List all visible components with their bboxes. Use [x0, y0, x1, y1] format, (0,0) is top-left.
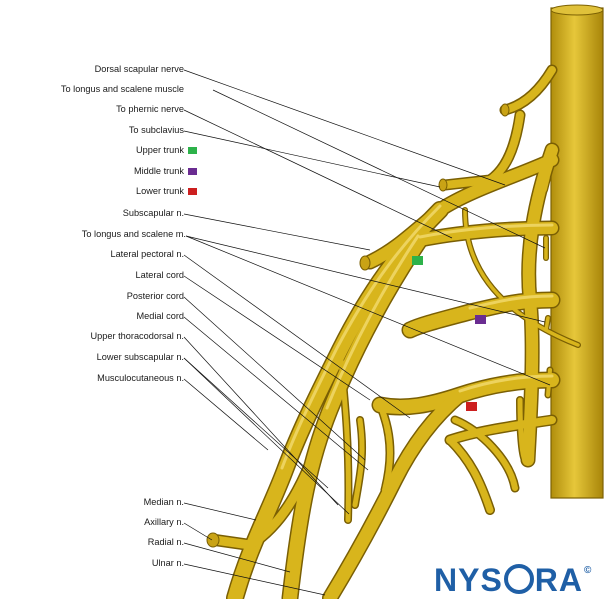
label-axillary: Axillary n. [144, 517, 184, 528]
label-lateral-cord: Lateral cord [135, 270, 184, 281]
label-text: Musculocutaneous n. [97, 373, 184, 383]
label-text: Upper thoracodorsal n. [90, 331, 184, 341]
label-lateral-pectoral: Lateral pectoral n. [110, 249, 184, 260]
label-text: To phernic nerve [116, 104, 184, 114]
label-text: To longus and scalene m. [81, 229, 186, 239]
label-subclavius: To subclavius [129, 125, 184, 136]
label-longus-scalene-m: To longus and scalene m. [82, 229, 186, 240]
copyright-mark: © [584, 565, 593, 576]
label-dorsal-scapular-nerve: Dorsal scapular nerve [95, 64, 184, 75]
label-lower-subscapular: Lower subscapular n. [97, 352, 184, 363]
label-upper-thoracodorsal: Upper thoracodorsal n. [91, 331, 184, 342]
logo-ring-icon [503, 564, 534, 594]
label-text: Lateral cord [135, 270, 184, 280]
label-text: To longus and scalene muscle [60, 84, 184, 94]
leader-lines [183, 69, 551, 596]
label-ulnar: Ulnar n. [152, 558, 184, 569]
nerve-cut-ends [206, 103, 510, 548]
middle-trunk-marker [475, 315, 486, 324]
legend-middle-trunk-label: Middle trunk [133, 166, 184, 176]
legend-upper-trunk-swatch [188, 147, 197, 154]
label-radial: Radial n. [148, 537, 184, 548]
label-text: Ulnar n. [151, 558, 184, 568]
label-text: Axillary n. [144, 517, 184, 527]
label-text: Subscapular n. [122, 208, 184, 218]
spinal-cord [550, 4, 604, 499]
logo-text-pre: NYS [434, 562, 503, 598]
label-text: Medial cord [136, 311, 185, 321]
legend-middle-trunk: Middle trunk [134, 166, 197, 177]
lower-trunk-marker [466, 402, 477, 411]
label-median: Median n. [144, 497, 184, 508]
label-medial-cord: Medial cord [137, 311, 185, 322]
label-text: Posterior cord [126, 291, 184, 301]
legend-lower-trunk-swatch [188, 188, 197, 195]
legend-upper-trunk: Upper trunk [136, 145, 197, 156]
label-posterior-cord: Posterior cord [127, 291, 184, 302]
label-longus-scalene-muscle: To longus and scalene muscle [61, 84, 184, 95]
nerve-network [209, 64, 581, 604]
label-musculocutaneous: Musculocutaneous n. [97, 373, 184, 384]
label-text: To subclavius [128, 125, 184, 135]
label-text: Dorsal scapular nerve [94, 64, 184, 74]
nysora-logo: NYS RA© [434, 553, 592, 598]
label-subscapular: Subscapular n. [123, 208, 184, 219]
label-text: Lateral pectoral n. [110, 249, 184, 259]
label-text: Radial n. [147, 537, 184, 547]
label-text: Lower subscapular n. [96, 352, 184, 362]
legend-upper-trunk-label: Upper trunk [135, 145, 184, 155]
legend-lower-trunk: Lower trunk [136, 186, 197, 197]
upper-trunk-marker [412, 256, 423, 265]
logo-text-post: RA [534, 562, 584, 598]
label-text: Median n. [143, 497, 184, 507]
legend-lower-trunk-label: Lower trunk [135, 186, 184, 196]
label-phrenic-nerve: To phernic nerve [116, 104, 184, 115]
legend-middle-trunk-swatch [188, 168, 197, 175]
